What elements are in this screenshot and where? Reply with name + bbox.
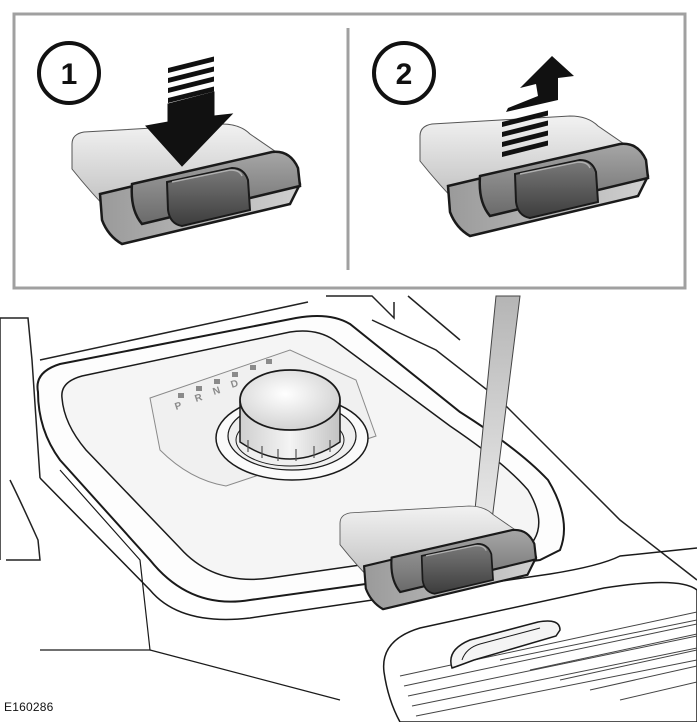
callout-1-badge: 1	[37, 41, 101, 105]
rotary-gear-selector-knob	[215, 369, 369, 481]
callout-circle	[37, 41, 101, 105]
storage-tray-illustration	[382, 581, 697, 722]
callout-2-badge: 2	[372, 41, 436, 105]
callout-number: 1	[61, 58, 78, 91]
gear-position-indicator: P R N D	[174, 359, 272, 413]
step-1-panel: 1	[37, 41, 302, 246]
gear-letter-d: D	[230, 378, 240, 391]
gear-letter-n: N	[212, 385, 222, 398]
press-down-arrow-icon	[145, 56, 234, 167]
gear-letter-r: R	[194, 392, 205, 405]
callout-number: 2	[396, 58, 413, 91]
center-console-illustration: P R N D	[0, 295, 697, 722]
lift-up-arrow-icon	[502, 56, 574, 157]
step-2-panel: 2	[372, 41, 650, 238]
figure-id-label: E160286	[4, 700, 54, 714]
callout-circle	[372, 41, 436, 105]
gear-letter-p: P	[174, 400, 184, 413]
